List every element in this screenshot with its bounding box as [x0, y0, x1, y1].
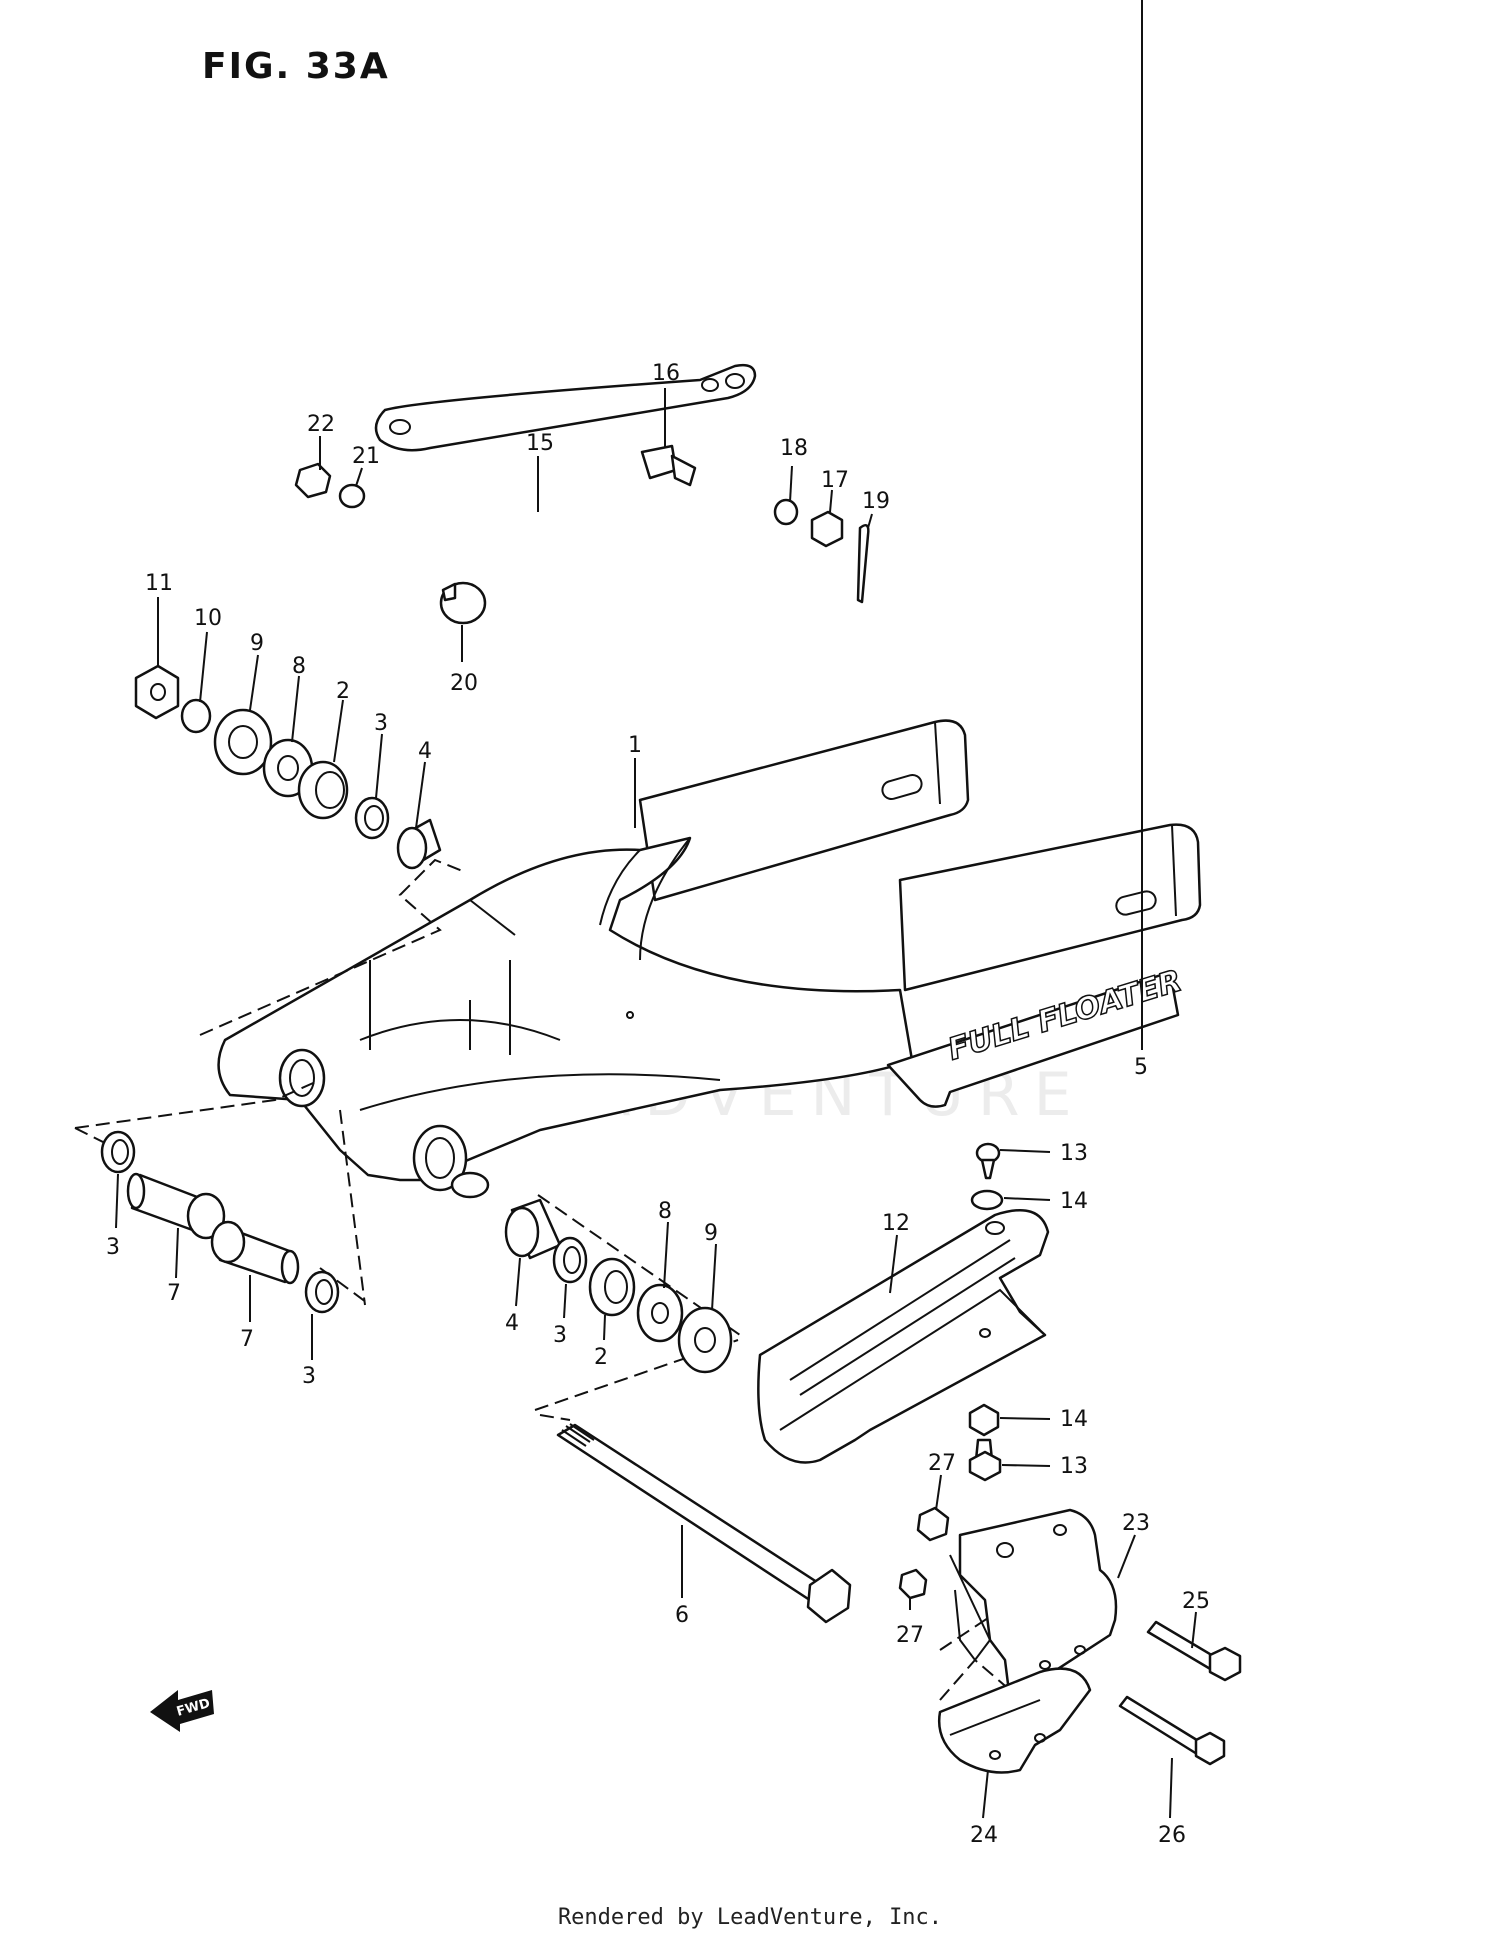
callout-8b: 8 — [658, 1199, 672, 1224]
callout-3c: 3 — [302, 1364, 316, 1389]
washer-18 — [773, 498, 799, 526]
callout-25: 25 — [1182, 1589, 1210, 1614]
seal-9b — [677, 1306, 733, 1374]
callout-12: 12 — [882, 1211, 910, 1236]
nut-14b — [968, 1403, 1000, 1437]
callout-1: 1 — [628, 733, 642, 758]
nut-22 — [294, 462, 332, 499]
callout-4a: 4 — [418, 739, 432, 764]
bracket-23 — [949, 1508, 1118, 1702]
callout-20: 20 — [450, 671, 478, 696]
callout-26: 26 — [1158, 1823, 1186, 1848]
callout-14a: 14 — [1060, 1189, 1088, 1214]
callout-2a: 2 — [336, 679, 350, 704]
swingarm-part — [217, 719, 1202, 1199]
callout-19: 19 — [862, 489, 890, 514]
callout-10: 10 — [194, 606, 222, 631]
bearing-4b — [504, 1198, 562, 1260]
callout-27a: 27 — [928, 1451, 956, 1476]
bushing-7b — [210, 1220, 300, 1285]
callout-11: 11 — [145, 571, 173, 596]
bolt-20 — [439, 581, 487, 625]
bolt-26 — [1118, 1695, 1226, 1766]
cotter-pin-19 — [856, 523, 870, 604]
chain-slider-12 — [757, 1208, 1050, 1464]
callout-5: 5 — [1134, 1055, 1148, 1080]
nut-27a — [916, 1506, 950, 1542]
seal-9a — [213, 708, 273, 776]
pivot-bolt-6 — [556, 1423, 852, 1624]
bolt-16 — [640, 444, 697, 487]
fwd-arrow-icon: FWD — [150, 1690, 214, 1732]
bolt-25 — [1146, 1620, 1242, 1682]
bolt-13b — [968, 1438, 1002, 1482]
nut-27b — [898, 1568, 928, 1600]
nut-17 — [810, 510, 844, 548]
callout-6: 6 — [675, 1603, 689, 1628]
washer-10 — [180, 698, 212, 734]
callout-3d: 3 — [553, 1323, 567, 1348]
nut-11 — [134, 664, 180, 720]
callout-27b: 27 — [896, 1623, 924, 1648]
callout-15: 15 — [526, 431, 554, 456]
callout-3a: 3 — [374, 711, 388, 736]
figure-title: FIG. 33A — [202, 46, 390, 87]
washer-8b — [636, 1283, 684, 1343]
callout-7a: 7 — [167, 1281, 181, 1306]
callout-18: 18 — [780, 436, 808, 461]
callout-14b: 14 — [1060, 1407, 1088, 1432]
leader-lines — [115, 0, 1197, 1819]
torque-rod-15 — [374, 363, 757, 452]
callout-24: 24 — [970, 1823, 998, 1848]
callout-9b: 9 — [704, 1221, 718, 1246]
callout-21: 21 — [352, 444, 380, 469]
callout-16: 16 — [652, 361, 680, 386]
callout-4b: 4 — [505, 1311, 519, 1336]
washer-14a — [970, 1189, 1004, 1211]
callout-7b: 7 — [240, 1327, 254, 1352]
callout-labels: 16 22 21 15 18 17 19 20 11 10 9 8 2 3 4 … — [106, 361, 1210, 1848]
callout-2b: 2 — [594, 1345, 608, 1370]
washer-21 — [338, 483, 366, 509]
callout-22: 22 — [307, 412, 335, 437]
seal-3c — [304, 1270, 340, 1314]
seal-3b — [100, 1130, 136, 1174]
callout-3b: 3 — [106, 1235, 120, 1260]
callout-9a: 9 — [250, 631, 264, 656]
callout-8a: 8 — [292, 654, 306, 679]
bolt-13a — [975, 1142, 1001, 1180]
callout-13a: 13 — [1060, 1141, 1088, 1166]
callout-13b: 13 — [1060, 1454, 1088, 1479]
callout-23: 23 — [1122, 1511, 1150, 1536]
seal-3d — [552, 1236, 588, 1284]
callout-17: 17 — [821, 468, 849, 493]
spacer-2b — [588, 1257, 636, 1317]
chain-guide-24 — [937, 1667, 1092, 1774]
footer-credit: Rendered by LeadVenture, Inc. — [557, 1905, 943, 1930]
spacer-2a — [297, 760, 349, 820]
bushing-7a — [126, 1172, 226, 1240]
